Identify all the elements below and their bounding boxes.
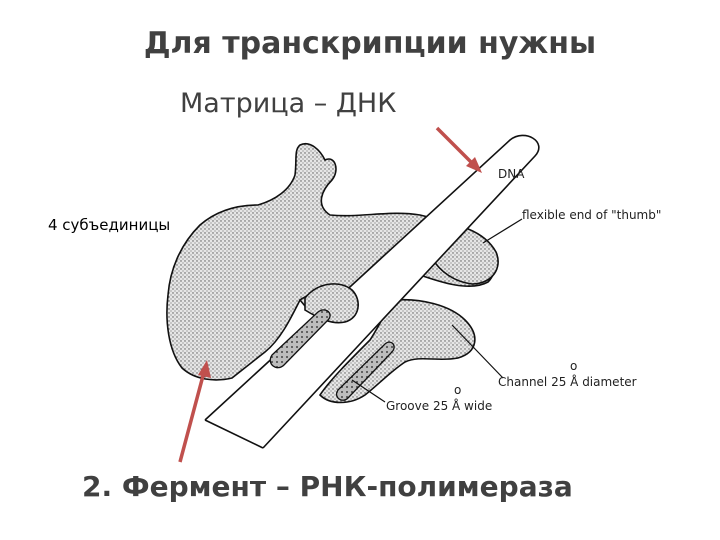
dna-label: DNA bbox=[498, 167, 525, 181]
channel-leader-line bbox=[451, 324, 504, 379]
groove-angstrom-ring: o bbox=[454, 383, 461, 397]
groove-leader-line bbox=[351, 379, 386, 403]
dna-pointer-arrow bbox=[435, 126, 482, 173]
groove-label: Groove 25 Å wide bbox=[386, 398, 492, 413]
channel-label: Channel 25 Å diameter bbox=[498, 374, 637, 389]
subunits-label: 4 субъединицы bbox=[48, 216, 171, 234]
channel-angstrom-ring: o bbox=[570, 359, 577, 373]
thumb-label: flexible end of "thumb" bbox=[522, 208, 661, 222]
thumb-leader-line bbox=[482, 218, 523, 244]
slide-subtitle: Матрица – ДНК bbox=[180, 88, 397, 119]
channel bbox=[269, 309, 331, 369]
dna-rod bbox=[204, 134, 540, 449]
enzyme-pointer-arrow bbox=[178, 360, 211, 463]
slide-title: Для транскрипции нужны bbox=[143, 26, 597, 61]
enzyme-caption: 2. Фермент – РНК-полимераза bbox=[82, 470, 573, 503]
groove bbox=[335, 341, 395, 401]
